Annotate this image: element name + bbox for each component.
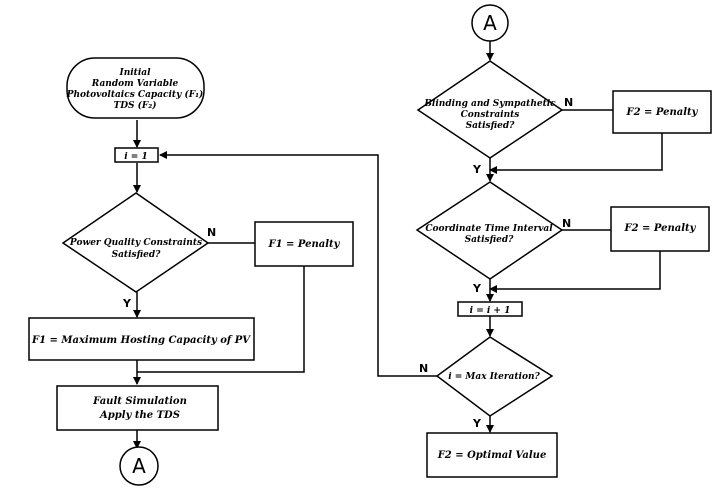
coordinate-text-line2: Satisfied?: [465, 235, 515, 245]
fault-simulation-text-line1: Fault Simulation: [92, 396, 187, 407]
left-column-edges: [133, 120, 437, 449]
connector-a-bottom-label: A: [132, 454, 146, 478]
max-iteration-no-label: N: [419, 362, 428, 375]
coordinate-text-line1: Coordinate Time Interval: [425, 224, 553, 234]
f2-optimal-box: [426, 432, 558, 478]
f2-penalty-2-node: F2 = Penalty: [610, 206, 710, 252]
blinding-text-line1: Blinding and Sympathetic: [423, 99, 556, 109]
blinding-decision: Blinding and Sympathetic Constraints Sat…: [416, 60, 564, 159]
connector-a-top-label: A: [483, 11, 497, 35]
start-text-line4: TDS (F₂): [114, 100, 157, 111]
edge-penalty-to-merge: [137, 266, 305, 373]
max-iteration-diamond: [435, 336, 554, 417]
coordinate-diamond: [415, 181, 564, 280]
increment-node: i = i + 1: [457, 301, 523, 317]
init-counter-box: [114, 147, 159, 163]
coordinate-yes-label: Y: [472, 282, 482, 295]
connector-a-bottom-circle: [119, 446, 159, 486]
f2-penalty-1-box: [612, 90, 712, 134]
f2-penalty-2-box: [610, 206, 710, 252]
f1-penalty-node: F1 = Penalty: [254, 221, 354, 267]
fault-simulation-node: Fault Simulation Apply the TDS: [56, 385, 219, 431]
start-node: Initial Random Variable Photovoltaics Ca…: [66, 57, 205, 119]
init-counter-text: i = 1: [124, 152, 148, 162]
power-quality-diamond: [61, 192, 210, 293]
blinding-yes-label: Y: [472, 163, 482, 176]
fault-simulation-text-line2: Apply the TDS: [99, 410, 180, 421]
max-iteration-text: i = Max Iteration?: [448, 372, 540, 382]
coordinate-decision: Coordinate Time Interval Satisfied?: [415, 181, 564, 280]
start-text-line2: Random Variable: [91, 79, 179, 89]
pq-no-label: N: [207, 226, 216, 239]
blinding-no-label: N: [564, 96, 573, 109]
edge-penalty1-merge: [489, 133, 663, 174]
edge-loop-back: [159, 151, 437, 377]
branch-labels: N Y N Y N Y N Y: [122, 96, 573, 430]
f1-penalty-text: F1 = Penalty: [268, 239, 341, 250]
pq-yes-label: Y: [122, 297, 132, 310]
increment-box: [457, 301, 523, 317]
coordinate-no-label: N: [562, 217, 571, 230]
f2-optimal-text: F2 = Optimal Value: [437, 450, 547, 461]
blinding-diamond: [416, 60, 564, 159]
power-quality-text-line1: Power Quality Constraints: [69, 238, 202, 248]
blinding-text-line2: Constraints: [461, 110, 520, 120]
max-iteration-decision: i = Max Iteration?: [435, 336, 554, 417]
increment-text: i = i + 1: [470, 306, 511, 316]
edge-penalty2-merge: [489, 251, 661, 293]
connector-a-top-circle: [471, 4, 509, 42]
max-iteration-yes-label: Y: [472, 417, 482, 430]
init-counter-node: i = 1: [114, 147, 159, 163]
f1-penalty-box: [254, 221, 354, 267]
power-quality-decision: Power Quality Constraints Satisfied?: [61, 192, 210, 293]
f2-optimal-node: F2 = Optimal Value: [426, 432, 558, 478]
f2-penalty-1-text: F2 = Penalty: [626, 107, 699, 118]
start-terminal: [66, 57, 205, 119]
f1-max-node: F1 = Maximum Hosting Capacity of PV: [28, 317, 255, 361]
start-text-line3: Photovoltaics Capacity (F₁): [66, 89, 204, 100]
fault-simulation-box: [56, 385, 219, 431]
connector-a-top: A: [471, 4, 509, 42]
f1-max-box: [28, 317, 255, 361]
power-quality-text-line2: Satisfied?: [112, 250, 162, 260]
f1-max-text: F1 = Maximum Hosting Capacity of PV: [31, 335, 251, 346]
start-text-line1: Initial: [119, 68, 152, 78]
f2-penalty-1-node: F2 = Penalty: [612, 90, 712, 134]
blinding-text-line3: Satisfied?: [466, 121, 516, 131]
right-column-edges: [486, 41, 663, 433]
f2-penalty-2-text: F2 = Penalty: [624, 223, 697, 234]
connector-a-bottom: A: [119, 446, 159, 486]
